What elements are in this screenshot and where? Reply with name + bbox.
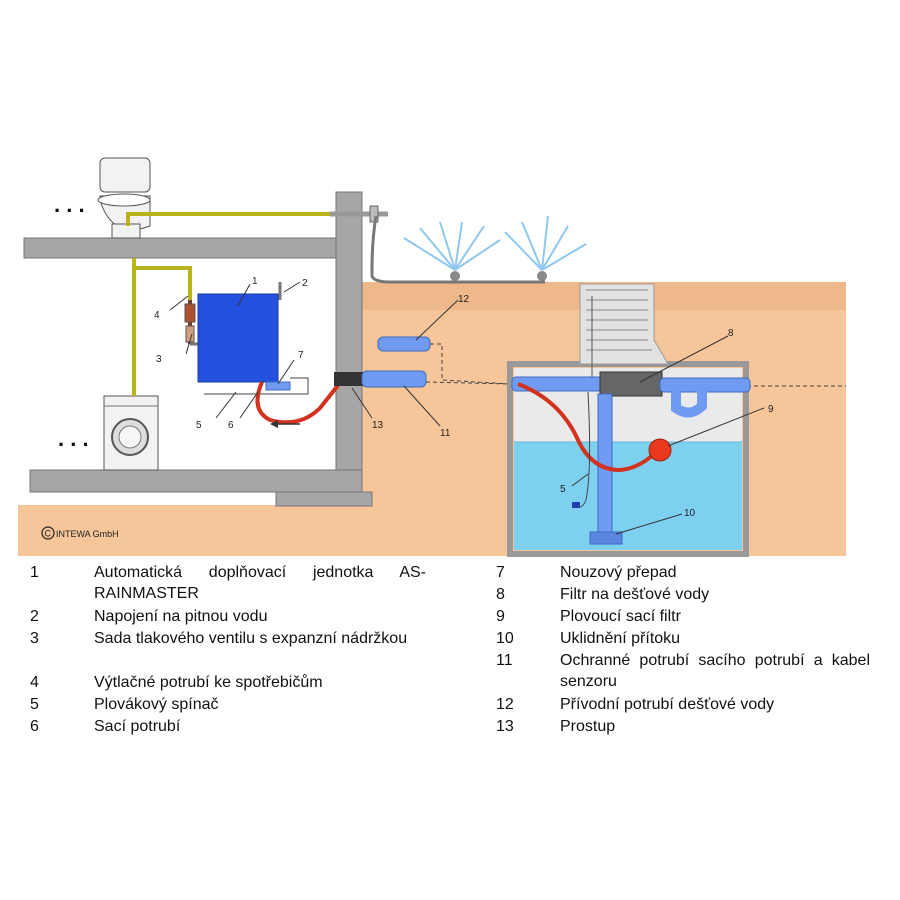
legend-text: Plovoucí sací filtr bbox=[560, 608, 681, 625]
legend-item-10: 10 Uklidnění přítoku bbox=[496, 628, 876, 649]
overflow-siphon bbox=[671, 390, 707, 418]
foundation bbox=[275, 491, 373, 507]
ellipsis-upper: . . . bbox=[54, 192, 85, 217]
legend-item-6: 6 Sací potrubí bbox=[30, 716, 430, 737]
copyright-text: INTEWA GmbH bbox=[56, 529, 119, 539]
legend-number: 8 bbox=[496, 586, 505, 603]
legend-text: Napojení na pitnou vodu bbox=[94, 608, 268, 625]
wall-passage bbox=[334, 372, 366, 386]
legend-text: Automatická doplňovací jednotka AS-RAINM… bbox=[94, 564, 426, 602]
legend-item-7: 7 Nouzový přepad bbox=[496, 562, 876, 583]
legend-number: 5 bbox=[30, 696, 39, 713]
legend-item-4: 4 Výtlačné potrubí ke spotřebičům bbox=[30, 672, 430, 693]
legend-number: 13 bbox=[496, 718, 514, 735]
legend-text: Uklidnění přítoku bbox=[560, 630, 681, 647]
flow-arrow-icon bbox=[270, 420, 300, 428]
callout-8: 8 bbox=[728, 328, 734, 339]
legend-number: 2 bbox=[30, 608, 39, 625]
legend-text: Nouzový přepad bbox=[560, 564, 677, 581]
legend-text: Prostup bbox=[560, 718, 616, 735]
float-switch-cable bbox=[204, 377, 309, 395]
legend-number: 9 bbox=[496, 608, 505, 625]
floating-suction-filter bbox=[648, 438, 672, 462]
soil-under-house bbox=[18, 505, 362, 556]
legend-item-8: 8 Filtr na dešťové vody bbox=[496, 584, 876, 605]
legend-number: 1 bbox=[30, 564, 39, 581]
legend-text: Filtr na dešťové vody bbox=[560, 586, 710, 603]
callout-leaders bbox=[169, 281, 765, 535]
callout-6: 6 bbox=[228, 420, 234, 431]
legend-number: 12 bbox=[496, 696, 514, 713]
svg-text:C: C bbox=[45, 529, 52, 539]
legend-item-5: 5 Plovákový spínač bbox=[30, 694, 430, 715]
pipe-route-dashed bbox=[425, 343, 846, 387]
legend-item-3: 3 Sada tlakového ventilu s expanzní nádr… bbox=[30, 628, 430, 670]
calming-inlet bbox=[589, 531, 623, 545]
callout-13: 13 bbox=[372, 420, 384, 431]
legend-item-11: 11 Ochranné potrubí sacího potrubí a kab… bbox=[496, 650, 876, 692]
sprinkler-head-2 bbox=[537, 271, 547, 281]
potable-water-connection bbox=[330, 205, 545, 284]
basement-floor bbox=[29, 469, 363, 493]
callout-10: 10 bbox=[684, 508, 696, 519]
ellipsis-lower: . . . bbox=[58, 426, 89, 451]
legend-number: 4 bbox=[30, 674, 39, 691]
suction-hose-tank bbox=[517, 382, 658, 473]
washing-machine-icon bbox=[103, 395, 159, 471]
legend: 1 Automatická doplňovací jednotka AS-RAI… bbox=[0, 562, 900, 752]
legend-text: Sací potrubí bbox=[94, 718, 181, 735]
protection-pipe bbox=[361, 370, 427, 388]
callout-5: 5 bbox=[196, 420, 202, 431]
legend-text: Plovákový spínač bbox=[94, 696, 219, 713]
callout-3: 3 bbox=[156, 354, 162, 365]
legend-number: 7 bbox=[496, 564, 505, 581]
sprinkler-icon bbox=[403, 215, 587, 271]
suction-hose-indoor bbox=[255, 378, 344, 425]
toilet-icon bbox=[97, 157, 151, 239]
tank-shaft bbox=[579, 283, 669, 365]
callout-12: 12 bbox=[458, 294, 470, 305]
house-wall bbox=[335, 191, 363, 505]
legend-number: 3 bbox=[30, 630, 39, 647]
legend-text: Ochranné potrubí sacího potrubí a kabel … bbox=[560, 652, 870, 690]
shaft-ladder bbox=[586, 289, 652, 351]
callout-1: 1 bbox=[252, 276, 258, 287]
callout-11: 11 bbox=[440, 428, 451, 439]
pressure-pipe bbox=[126, 212, 330, 396]
legend-item-13: 13 Prostup bbox=[496, 716, 876, 737]
ground-floor-ceiling bbox=[23, 237, 361, 259]
legend-number: 11 bbox=[496, 652, 513, 669]
sprinkler-head-1 bbox=[450, 271, 460, 281]
legend-item-1: 1 Automatická doplňovací jednotka AS-RAI… bbox=[30, 562, 430, 604]
legend-text: Výtlačné potrubí ke spotřebičům bbox=[94, 674, 323, 691]
legend-item-2: 2 Napojení na pitnou vodu bbox=[30, 606, 430, 627]
float-switch bbox=[572, 502, 580, 508]
rainmaster-unit bbox=[197, 293, 279, 383]
legend-number: 6 bbox=[30, 718, 39, 735]
legend-text: Sada tlakového ventilu s expanzní nádržk… bbox=[94, 630, 408, 647]
legend-number: 10 bbox=[496, 630, 514, 647]
overflow-siphon-pipe bbox=[659, 377, 751, 393]
tank-water bbox=[514, 442, 742, 550]
callout-7: 7 bbox=[298, 350, 304, 361]
rainwater-system-diagram: . . . . . . bbox=[18, 157, 846, 557]
copyright-mark: C bbox=[41, 526, 55, 540]
callout-5-tank: 5 bbox=[560, 484, 566, 495]
legend-text: Přívodní potrubí dešťové vody bbox=[560, 696, 775, 713]
callout-2: 2 bbox=[302, 278, 308, 289]
callout-9: 9 bbox=[768, 404, 774, 415]
legend-item-12: 12 Přívodní potrubí dešťové vody bbox=[496, 694, 876, 715]
overflow-pipe bbox=[265, 381, 291, 391]
callout-4: 4 bbox=[154, 310, 160, 321]
legend-item-9: 9 Plovoucí sací filtr bbox=[496, 606, 876, 627]
rainwater-inlet-pipe bbox=[377, 336, 431, 352]
